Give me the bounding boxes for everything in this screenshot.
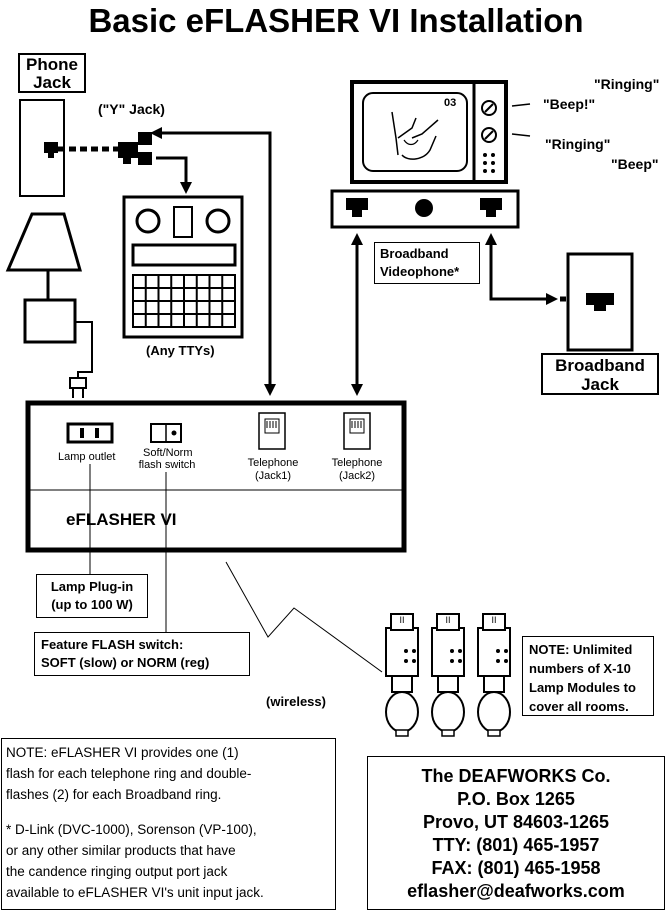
sound-tick-lower	[511, 133, 531, 137]
jack2-label-line2: (Jack2)	[338, 470, 376, 482]
x10-note-line4: cover all rooms.	[529, 699, 629, 714]
lamp-outlet-label: Lamp outlet	[58, 451, 116, 463]
bottom-note-line1: NOTE: eFLASHER VI provides one (1)	[6, 745, 239, 760]
sound-tick-upper	[511, 103, 531, 107]
company-tty: TTY: (801) 465-1957	[432, 835, 600, 855]
tty-device	[122, 195, 244, 339]
wireless-signal	[225, 561, 383, 673]
company-name: The DEAFWORKS Co.	[421, 766, 611, 786]
x10-note-line1: NOTE: Unlimited	[529, 642, 633, 657]
company-email: eflasher@deafworks.com	[407, 881, 625, 901]
tty-label: (Any TTYs)	[146, 343, 215, 358]
page-title: Basic eFLASHER VI Installation	[88, 2, 584, 39]
switch-label-line2: flash switch	[138, 459, 196, 471]
x10-module-2	[431, 613, 465, 737]
broadband-wall-jack	[566, 252, 634, 352]
phone-wall-jack	[19, 99, 65, 197]
switch-label-line1: Soft/Norm	[143, 447, 193, 459]
jack2-label-line1: Telephone	[331, 457, 383, 469]
x10-module-1	[385, 613, 419, 737]
phone-jack-label-line1: Phone	[26, 55, 78, 74]
sound-ringing-1: "Ringing"	[594, 76, 660, 92]
company-fax: FAX: (801) 465-1958	[431, 858, 601, 878]
lamp	[5, 212, 93, 398]
bottom-note-line4: * D-Link (DVC-1000), Sorenson (VP-100),	[6, 822, 257, 837]
company-city: Provo, UT 84603-1265	[422, 812, 610, 832]
videophone-label-line2: Videophone*	[380, 264, 460, 279]
sound-beep-1: "Beep!"	[543, 96, 596, 112]
module-badge-2: II	[445, 615, 451, 625]
cord-tty	[156, 156, 192, 194]
module-badge-1: II	[399, 615, 405, 625]
broadband-jack-label: Broadband Jack	[541, 353, 659, 395]
x10-note-line3: Lamp Modules to	[529, 680, 636, 695]
flash-switch-note-line2: SOFT (slow) or NORM (reg)	[41, 655, 210, 670]
broadband-jack-label-line2: Jack	[581, 375, 619, 394]
lamp-plug-note: Lamp Plug-in (up to 100 W)	[36, 574, 148, 618]
jack1-label-line1: Telephone	[247, 457, 299, 469]
sound-ringing-2: "Ringing"	[545, 136, 611, 152]
lamp-plug-note-line2: (up to 100 W)	[51, 597, 133, 612]
flash-switch-note: Feature FLASH switch: SOFT (slow) or NOR…	[34, 632, 250, 676]
bottom-note-line7: available to eFLASHER VI's unit input ja…	[6, 885, 264, 900]
y-jack	[118, 132, 152, 165]
bottom-note-line2: flash for each telephone ring and double…	[6, 766, 252, 781]
phone-jack-label: Phone Jack	[18, 53, 86, 93]
eflasher-unit	[25, 400, 407, 553]
company-box: The DEAFWORKS Co. P.O. Box 1265 Provo, U…	[367, 756, 665, 910]
broadband-jack-label-line1: Broadband	[555, 356, 645, 375]
cord-broadband	[485, 233, 578, 305]
bottom-note-line3: flashes (2) for each Broadband ring.	[6, 787, 222, 802]
wireless-label: (wireless)	[266, 694, 326, 709]
bottom-note-line5: or any other similar products that have	[6, 843, 236, 858]
bottom-note: NOTE: eFLASHER VI provides one (1) flash…	[1, 738, 336, 910]
x10-note-line2: numbers of X-10	[529, 661, 631, 676]
x10-module-3	[477, 613, 511, 737]
cord-jack2	[351, 233, 363, 396]
tv-channel: 03	[444, 97, 457, 109]
lamp-plug-note-line1: Lamp Plug-in	[50, 579, 134, 594]
unit-name: eFLASHER VI	[66, 510, 177, 529]
phone-jack-label-line2: Jack	[33, 73, 71, 92]
module-badge-3: II	[491, 615, 497, 625]
videophone-label-line1: Broadband	[380, 246, 449, 261]
company-po-box: P.O. Box 1265	[457, 789, 575, 809]
tv-monitor	[350, 80, 508, 184]
videophone-label: Broadband Videophone*	[374, 242, 480, 284]
cord-jack1	[150, 127, 276, 396]
flash-switch-note-line1: Feature FLASH switch:	[41, 637, 184, 652]
sound-beep-2: "Beep"	[611, 156, 659, 172]
jack1-label-line2: (Jack1)	[254, 470, 292, 482]
videophone-base	[330, 189, 520, 229]
x10-note: NOTE: Unlimited numbers of X-10 Lamp Mod…	[522, 636, 654, 716]
y-jack-label: ("Y" Jack)	[98, 101, 165, 117]
bottom-note-line6: the candence ringing output port jack	[6, 864, 228, 879]
